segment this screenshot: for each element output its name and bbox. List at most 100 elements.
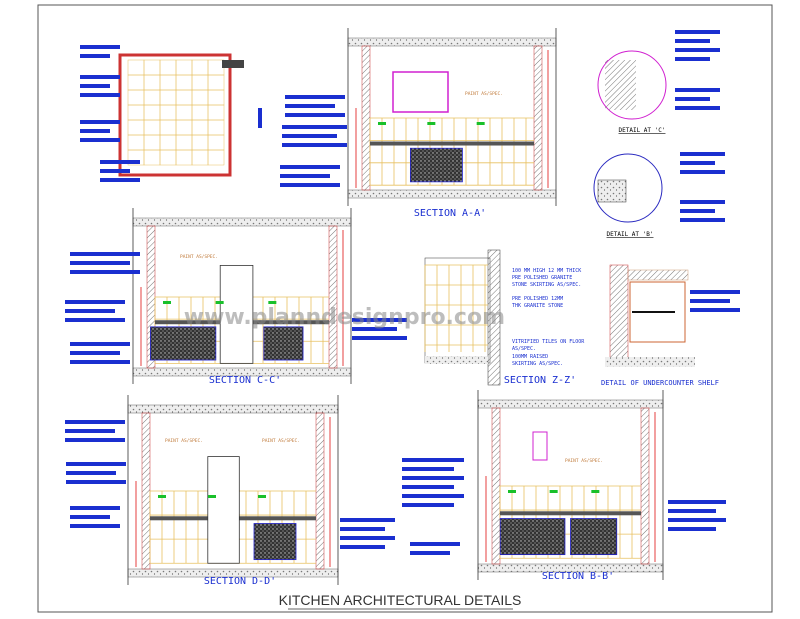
dd-callout: [340, 527, 385, 531]
cc-callout: [65, 318, 125, 322]
bb-countertop: [500, 511, 641, 516]
plan-floor-tile: [175, 134, 193, 151]
plan-callout: [80, 45, 120, 49]
plan-floor-tile: [159, 104, 177, 121]
dd-ceiling-slab: [127, 404, 339, 414]
bb-callout: [410, 542, 460, 546]
plan-floor-tile: [207, 74, 225, 91]
plan-floor-tile: [159, 59, 177, 76]
dd-door: [207, 456, 240, 564]
cc-callout: [352, 318, 407, 322]
plan-floor-tile: [159, 119, 177, 136]
detail-c-callout: [675, 106, 720, 110]
plan-callout: [80, 75, 120, 79]
plan-floor-tile: [175, 149, 193, 166]
dd-callout: [65, 420, 125, 424]
plan-floor-tile: [159, 89, 177, 106]
plan-fixture: [222, 60, 244, 68]
plan-floor-tile: [143, 104, 161, 121]
plan-floor-tile: [191, 89, 209, 106]
plan-floor-tile: [191, 74, 209, 91]
detail-b-callout: [680, 209, 715, 213]
plan-floor-tile: [159, 134, 177, 151]
shelf-callout: [690, 290, 740, 294]
cc-callout: [352, 336, 407, 340]
bb-callout: [668, 518, 726, 522]
aa-switch-marker: [427, 122, 436, 125]
detail-c-circle: [597, 50, 667, 120]
section-bb-label: SECTION B-B': [542, 571, 614, 582]
bb-right-wall: [640, 407, 650, 565]
zz-note-3: STONE SKIRTING AS/SPEC.: [512, 282, 581, 288]
aa-callout: [282, 125, 347, 129]
detail-c-callout: [675, 97, 710, 101]
zz-note-6: VITRIFIED TILES ON FLOOR: [512, 339, 585, 345]
zz-floor: [425, 356, 488, 364]
plan-floor-tile: [175, 119, 193, 136]
dd-switch-marker: [208, 495, 216, 498]
bb-callout: [402, 476, 464, 480]
zz-note-5: THK GRANITE STONE: [512, 303, 563, 309]
aa-callout: [285, 104, 335, 108]
aa-callout: [280, 174, 330, 178]
section-aa-label: SECTION A-A': [414, 208, 486, 219]
section-dd-label: SECTION D-D': [204, 576, 276, 587]
detail-b-callout: [680, 152, 725, 156]
aa-switch-marker: [378, 122, 386, 125]
paint-note-dd-1: PAINT AS/SPEC.: [165, 438, 203, 444]
detail-c-wall: [605, 60, 636, 110]
detail-c-callout: [675, 30, 720, 34]
aa-floor-slab: [347, 189, 557, 199]
dd-callout: [70, 515, 110, 519]
zz-note-9: SKIRTING AS/SPEC.: [512, 361, 563, 367]
bb-callout: [402, 485, 454, 489]
cc-switch-marker: [215, 301, 224, 304]
aa-callout: [285, 95, 345, 99]
aa-countertop: [370, 141, 534, 146]
plan-floor-tile: [207, 59, 225, 76]
zz-note-1: 100 MM HIGH 12 MM THICK: [512, 268, 581, 274]
cc-callout: [70, 342, 130, 346]
plan-floor-tile: [127, 74, 145, 91]
cc-callout: [70, 351, 120, 355]
cc-callout: [70, 252, 140, 256]
shelf-detail-label: DETAIL OF UNDERCOUNTER SHELF: [601, 379, 719, 387]
plan-floor-tile: [175, 89, 193, 106]
plan-floor-tile: [191, 59, 209, 76]
plan-floor-tile: [143, 134, 161, 151]
aa-left-wall: [361, 45, 371, 191]
paint-note-dd-2: PAINT AS/SPEC.: [262, 438, 300, 444]
dd-right-wall: [315, 412, 325, 570]
aa-right-wall: [533, 45, 543, 191]
plan-callout: [80, 129, 110, 133]
cc-right-wall: [328, 225, 338, 369]
shelf-cabinet: [629, 281, 686, 343]
plan-floor-tile: [127, 59, 145, 76]
cc-door: [219, 264, 254, 364]
detail-c-callout: [675, 88, 720, 92]
zz-note-4: PRE POLISHED 12MM: [512, 296, 563, 302]
zz-notes: 100 MM HIGH 12 MM THICK PRE POLISHED GRA…: [512, 268, 585, 367]
cc-callout: [70, 261, 130, 265]
aa-callout: [282, 143, 347, 147]
dd-callout: [66, 462, 126, 466]
plan-floor-tile: [143, 149, 161, 166]
plan-floor-tile: [207, 149, 225, 166]
plan-floor-tile: [127, 89, 145, 106]
plan-floor-tile: [207, 134, 225, 151]
plan-floor-tile: [127, 119, 145, 136]
bb-callout: [402, 458, 464, 462]
cc-ceiling-slab: [132, 217, 352, 227]
aa-callout: [285, 113, 345, 117]
aa-callout: [280, 165, 340, 169]
plan-callout: [80, 138, 120, 142]
plan-floor-tile: [175, 59, 193, 76]
section-zz-label: SECTION Z-Z': [504, 375, 576, 386]
dd-callout: [65, 438, 125, 442]
section-cc-label: SECTION C-C': [209, 375, 281, 386]
dd-switch-marker: [158, 495, 166, 498]
zz-note-2: PRE POLISHED GRANITE: [512, 275, 572, 281]
plan-floor-tile: [207, 119, 225, 136]
aa-ceiling-slab: [347, 37, 557, 47]
